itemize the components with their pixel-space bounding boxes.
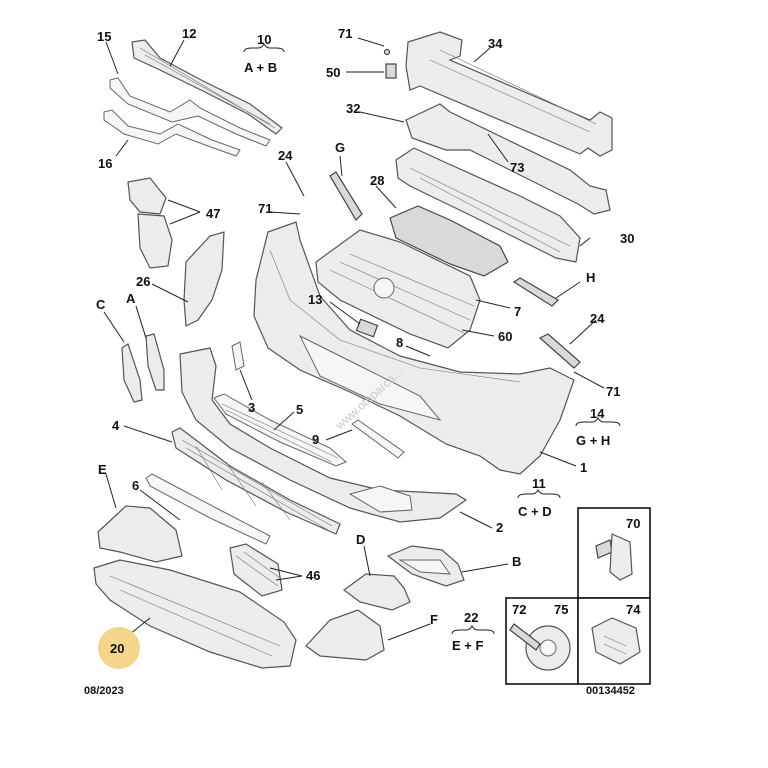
upper-grille-12 [131, 39, 283, 135]
callout-60: 60 [498, 329, 512, 344]
callout-46: 46 [306, 568, 320, 583]
group-braces [243, 42, 621, 635]
deflector-28 [389, 205, 509, 277]
bumper-cover-1 [253, 221, 575, 475]
footer-date: 08/2023 [84, 685, 124, 697]
cover-f [305, 609, 385, 661]
lower-grille-4 [171, 427, 341, 535]
callout-f: F [430, 612, 438, 627]
absorber-30 [395, 147, 581, 263]
grille-5 [213, 393, 347, 467]
callout-c: C [96, 297, 106, 312]
callout-d: D [356, 532, 365, 547]
deflector-46 [229, 543, 283, 597]
callout-3: 3 [248, 400, 255, 415]
light-a [145, 333, 165, 391]
bracket-47 [127, 177, 173, 269]
chrome-strip-16 [103, 109, 241, 157]
callout-14-sub: G + H [576, 433, 610, 448]
callout-24-top: 24 [278, 148, 293, 163]
callout-2: 2 [496, 520, 503, 535]
callout-72: 72 [512, 602, 526, 617]
callout-15: 15 [97, 29, 111, 44]
callout-12: 12 [182, 26, 196, 41]
chrome-strip-15 [109, 77, 271, 147]
callout-h: H [586, 270, 595, 285]
fastener-box-group [505, 507, 651, 685]
callout-16: 16 [98, 156, 112, 171]
trim-24b [538, 333, 581, 369]
reinforcement-beam-34 [405, 31, 613, 157]
undertray-20 [93, 559, 297, 669]
highlight-circle-20 [98, 627, 140, 669]
callout-11-sub: C + D [518, 504, 552, 519]
callout-g: G [335, 140, 345, 155]
callout-e: E [98, 462, 107, 477]
callout-b: B [512, 554, 521, 569]
lower-bumper-2 [179, 347, 468, 523]
chrome-surround-b [386, 545, 465, 587]
callout-34: 34 [488, 36, 503, 51]
callout-32: 32 [346, 101, 360, 116]
trim-strip-g [329, 171, 363, 221]
callout-50: 50 [326, 65, 340, 80]
callout-9: 9 [312, 432, 319, 447]
callout-71-top: 71 [338, 26, 352, 41]
callout-24-right: 24 [590, 311, 605, 326]
callout-47: 47 [206, 206, 220, 221]
callout-71-right: 71 [606, 384, 620, 399]
callout-20: 20 [110, 641, 124, 656]
callout-10: 10 [257, 32, 271, 47]
grille-panel-7 [315, 229, 481, 349]
footer-reference: 00134452 [586, 685, 635, 697]
deflector-e [97, 505, 183, 563]
callout-22-sub: E + F [452, 638, 483, 653]
callout-7: 7 [514, 304, 521, 319]
callout-6: 6 [132, 478, 139, 493]
callout-1: 1 [580, 460, 587, 475]
bracket-26 [183, 231, 225, 327]
trim-9 [351, 419, 405, 459]
callout-71-mid: 71 [258, 201, 272, 216]
bracket-50-71 [383, 48, 397, 79]
callout-13: 13 [308, 292, 322, 307]
callout-11: 11 [532, 476, 546, 491]
callout-10-sub: A + B [244, 60, 277, 75]
callout-8: 8 [396, 335, 403, 350]
callout-4: 4 [112, 418, 120, 433]
leader-lines [103, 37, 605, 641]
callout-28: 28 [370, 173, 384, 188]
trim-3 [231, 341, 245, 371]
callout-22: 22 [464, 610, 478, 625]
callout-75: 75 [554, 602, 568, 617]
callout-70: 70 [626, 516, 640, 531]
light-c [121, 343, 143, 403]
callout-labels: 15 12 10 A + B 71 50 34 32 73 16 24 G 47… [96, 26, 641, 656]
callout-30: 30 [620, 231, 634, 246]
bracket-13 [355, 318, 379, 338]
trim-strip-h [512, 277, 559, 307]
callout-26: 26 [136, 274, 150, 289]
trim-6 [145, 473, 271, 545]
callout-14: 14 [590, 406, 605, 421]
chrome-surround-d [342, 573, 411, 611]
callout-a: A [126, 291, 136, 306]
callout-5: 5 [296, 402, 303, 417]
callout-73: 73 [510, 160, 524, 175]
absorber-32 [405, 103, 611, 215]
callout-74: 74 [626, 602, 641, 617]
